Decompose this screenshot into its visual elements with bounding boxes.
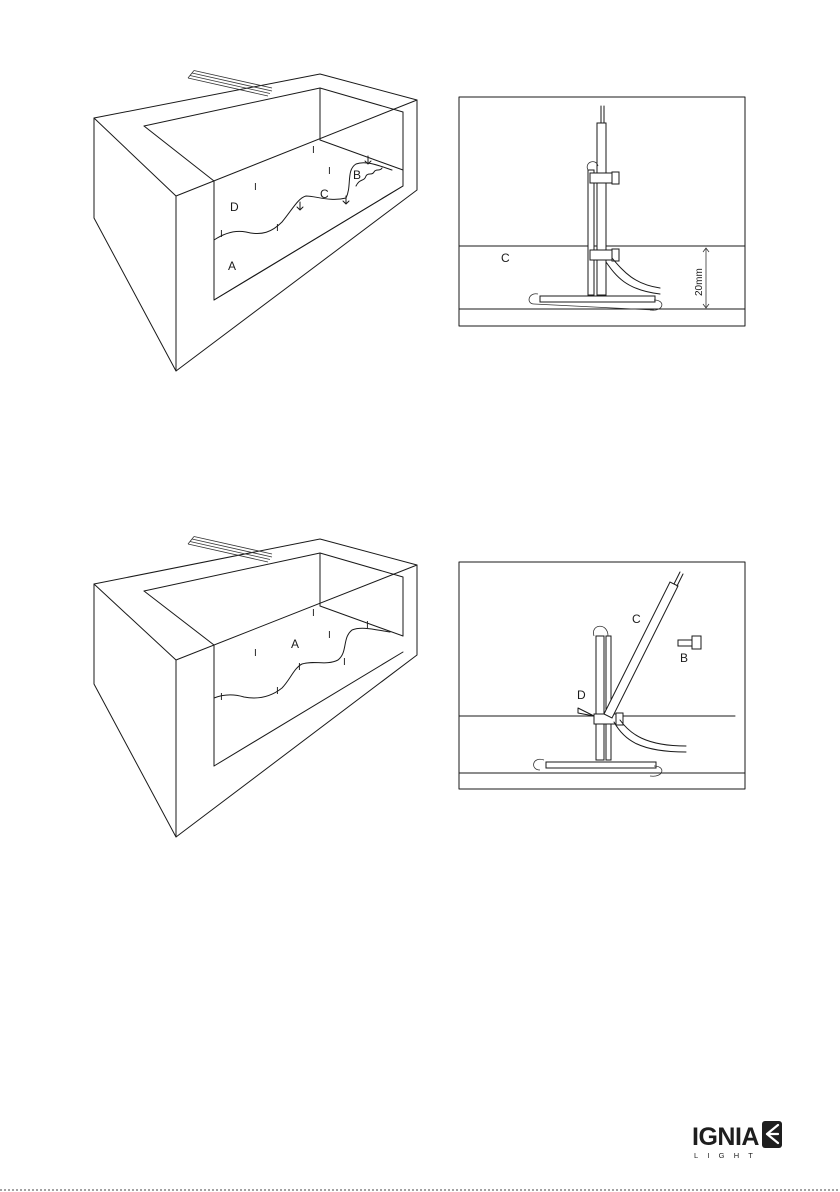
figure-1-marker: I [312,145,315,156]
figure-4-removal-detail: C B D [459,562,745,789]
figure-3-marker: I [366,620,369,631]
figure-1-label-a: A [228,259,236,273]
figure-3-marker: I [328,630,331,641]
ignia-logo-icon [762,1121,782,1148]
figure-2-dimension: 20mm [694,268,705,296]
figure-3-marker: I [312,608,315,619]
figure-1-basin: I I I I I A B C D [94,71,417,372]
figure-3-marker: I [298,662,301,673]
brand-name: IGNIA [692,1123,759,1151]
figure-3-marker: I [220,692,223,703]
figure-3-label-a: A [291,637,299,651]
figure-4-label-c: C [632,612,641,626]
figure-1-label-d: D [230,200,239,214]
figure-1-marker: I [254,182,257,193]
figure-1-marker: I [276,223,279,234]
figure-3-basin: I I I I I I I I A [94,537,417,838]
figure-1-marker: I [328,166,331,177]
figure-1-marker: I [220,229,223,240]
figure-3-marker: I [343,657,346,668]
figure-4-label-d: D [577,688,586,702]
figure-4-label-b: B [680,651,688,665]
figure-2-label-c: C [501,251,510,265]
figure-2-mount-detail: 20mm C [459,97,745,326]
figure-1-label-b: B [353,168,361,182]
brand-tagline: LIGHT [694,1151,762,1160]
figure-3-marker: I [254,648,257,659]
brand-logo: IGNIA LIGHT [692,1121,782,1160]
figure-3-marker: I [276,686,279,697]
figure-1-label-c: C [320,187,329,201]
